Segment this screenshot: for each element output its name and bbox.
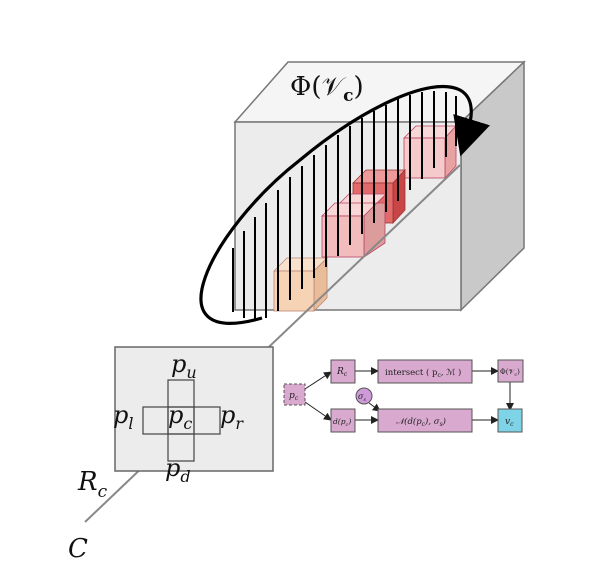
voxel-mid-pink <box>321 202 386 258</box>
svg-text:Φ(𝒱c): Φ(𝒱c) <box>500 368 520 378</box>
pixel-right <box>193 406 221 435</box>
svg-text:d(pc): d(pc) <box>333 417 351 428</box>
svg-text:𝒩(d(pc), σs): 𝒩(d(pc), σs) <box>396 416 446 428</box>
ray-label: Rc <box>77 467 108 502</box>
edge-input-ray <box>304 371 332 390</box>
node-input: pc <box>283 383 306 406</box>
pixel-right-label: pr <box>220 401 244 433</box>
node-ray: Rc <box>330 359 356 384</box>
pixel-center-label: pc <box>168 401 192 433</box>
node-sigma: σs <box>355 387 373 405</box>
gaussian-arc <box>199 84 490 325</box>
svg-text:σs: σs <box>358 392 366 403</box>
node-output: vc <box>497 408 523 433</box>
camera-label: C <box>68 534 88 564</box>
node-dist: d(pc) <box>330 408 356 433</box>
node-phi: Φ(𝒱c) <box>497 359 524 383</box>
volume-label: Φ(𝒱c) <box>290 72 364 106</box>
svg-text:intersect ( pc, ℳ ): intersect ( pc, ℳ ) <box>385 367 461 379</box>
image-plane: pu pl pc pr pd <box>113 346 274 486</box>
pixel-up-label: pu <box>171 350 197 382</box>
flow-chart: pc Rc intersect ( pc, ℳ ) Φ(𝒱c) d(pc) σs… <box>283 359 524 433</box>
pixel-left-label: pl <box>113 401 134 433</box>
sampling-lines <box>232 91 457 320</box>
node-intersect: intersect ( pc, ℳ ) <box>377 359 473 384</box>
pixel-down <box>167 433 195 462</box>
voxel-peach <box>273 257 328 312</box>
pixel-down-label: pd <box>165 454 191 486</box>
svg-text:Rc: Rc <box>336 367 348 378</box>
voxel-top-right <box>403 124 457 180</box>
node-normal: 𝒩(d(pc), σs) <box>377 408 473 433</box>
svg-text:vc: vc <box>505 417 514 428</box>
edge-input-dist <box>304 401 332 421</box>
svg-text:pc: pc <box>289 391 299 402</box>
